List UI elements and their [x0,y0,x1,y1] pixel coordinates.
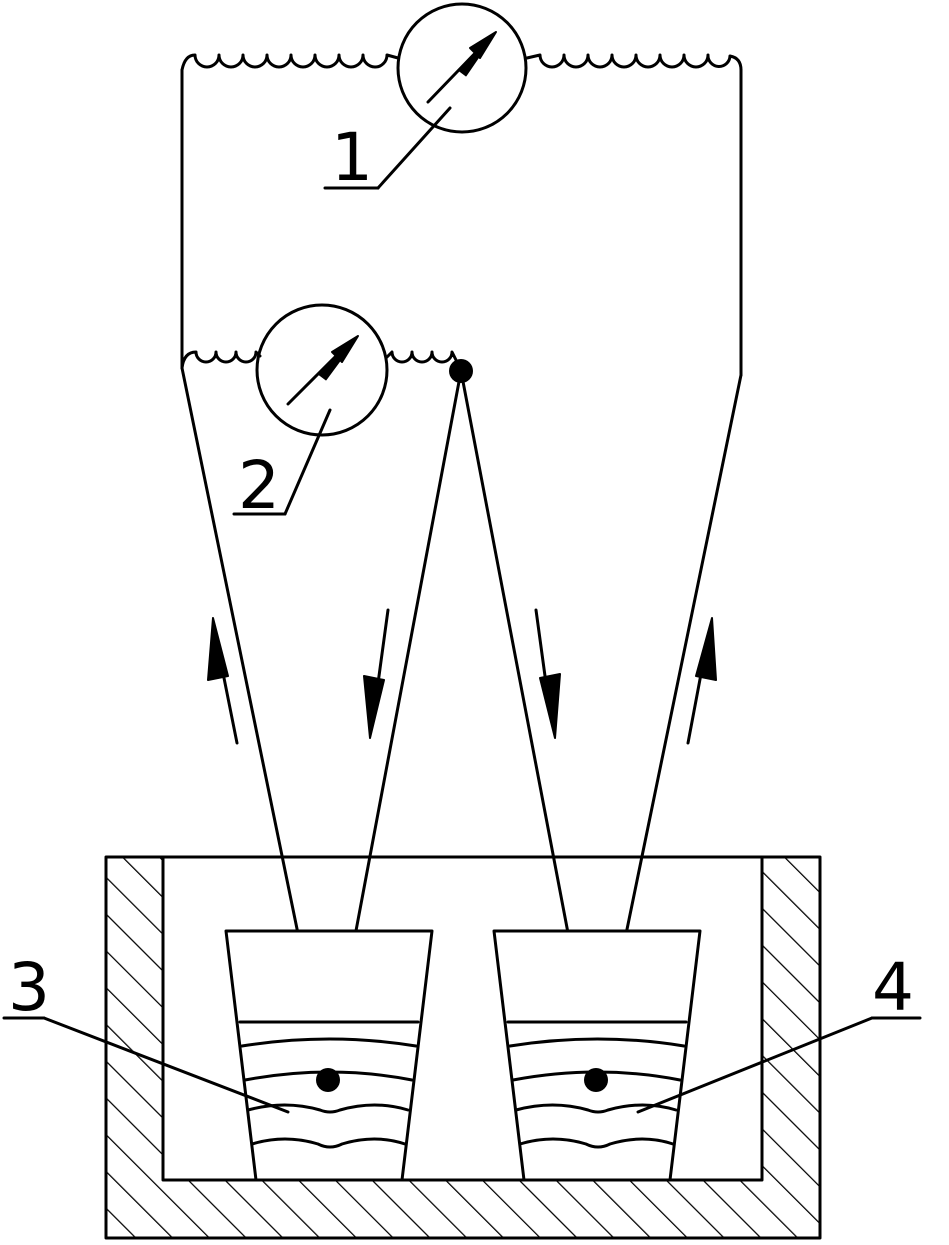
direction-arrow-up-right [686,617,717,745]
meter-2-wire [180,350,462,370]
probe-tip-left [316,1068,340,1092]
direction-arrow-down-mid-left [363,608,390,739]
label-4: 4 [872,949,914,1026]
meter-1 [396,2,528,134]
meter-2 [255,303,389,437]
label-2: 2 [238,447,280,524]
direction-arrow-down-mid-right [534,608,561,739]
label-1-leader [323,106,452,190]
probe-tip-right [584,1068,608,1092]
label-3-leader [2,1016,290,1114]
label-3: 3 [8,949,50,1026]
crucible-left [224,929,434,1182]
direction-arrow-up-left [207,617,239,745]
crucible-right [492,929,702,1182]
label-4-leader [636,1016,922,1114]
label-2-leader [232,408,332,516]
label-1: 1 [331,119,373,196]
top-circuit-wire [180,53,743,377]
hatched-container [104,855,822,1240]
